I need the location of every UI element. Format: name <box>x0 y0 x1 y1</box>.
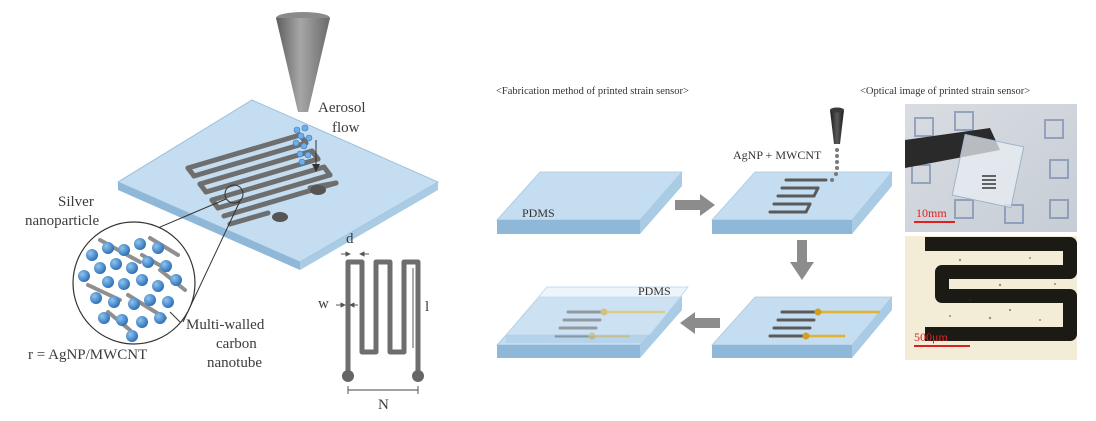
dim-l-label: l <box>425 299 430 315</box>
dim-N-label: N <box>378 397 389 413</box>
dimension-lines <box>336 251 419 394</box>
mwcnt-label-line3: nanotube <box>207 355 262 371</box>
left-schematic <box>72 12 440 394</box>
mwcnt-label-line1: Multi-walled <box>186 317 265 333</box>
serpentine-dimension-schematic <box>345 259 421 375</box>
aerosol-label-line1: Aerosol <box>318 100 366 116</box>
zoom-origin-circle <box>224 184 244 204</box>
silver-label-line2: nanoparticle <box>25 213 100 229</box>
optical-photo-bottom <box>905 236 1077 360</box>
step1-substrate <box>496 171 683 234</box>
nanoparticles <box>78 238 182 342</box>
aerosol-droplets <box>292 124 313 166</box>
silver-label-line1: Silver <box>58 194 94 210</box>
arrow-right <box>675 194 715 216</box>
aerosol-nozzle <box>276 12 330 112</box>
step2-printing <box>711 107 893 234</box>
substrate-label: PDMS <box>522 206 555 220</box>
serpentine-trace <box>185 132 339 227</box>
optical-photo-top <box>905 104 1077 232</box>
pad-right <box>310 185 326 195</box>
scale-bar-bottom-label: 500μm <box>914 330 948 344</box>
fabrication-header: <Fabrication method of printed strain se… <box>496 86 689 97</box>
dim-d-label: d <box>346 231 354 247</box>
mwcnt-label-line2: carbon <box>216 336 257 352</box>
ink-label: AgNP + MWCNT <box>733 148 822 162</box>
aerosol-label-line2: flow <box>332 120 360 136</box>
dim-w-label: w <box>318 296 329 312</box>
schematic-pad-right <box>412 370 424 382</box>
scale-bar-top-label: 10mm <box>916 206 947 220</box>
arrow-down <box>790 240 814 280</box>
optical-header: <Optical image of printed strain sensor> <box>860 86 1031 97</box>
fabrication-steps <box>496 107 893 358</box>
ratio-label: r = AgNP/MWCNT <box>28 347 148 363</box>
schematic-pad-left <box>342 370 354 382</box>
step4-encapsulated <box>496 286 689 358</box>
encapsulation-label: PDMS <box>638 284 671 298</box>
arrow-left <box>680 312 720 334</box>
step3-electrodes <box>711 296 893 358</box>
pad-left <box>272 212 288 222</box>
